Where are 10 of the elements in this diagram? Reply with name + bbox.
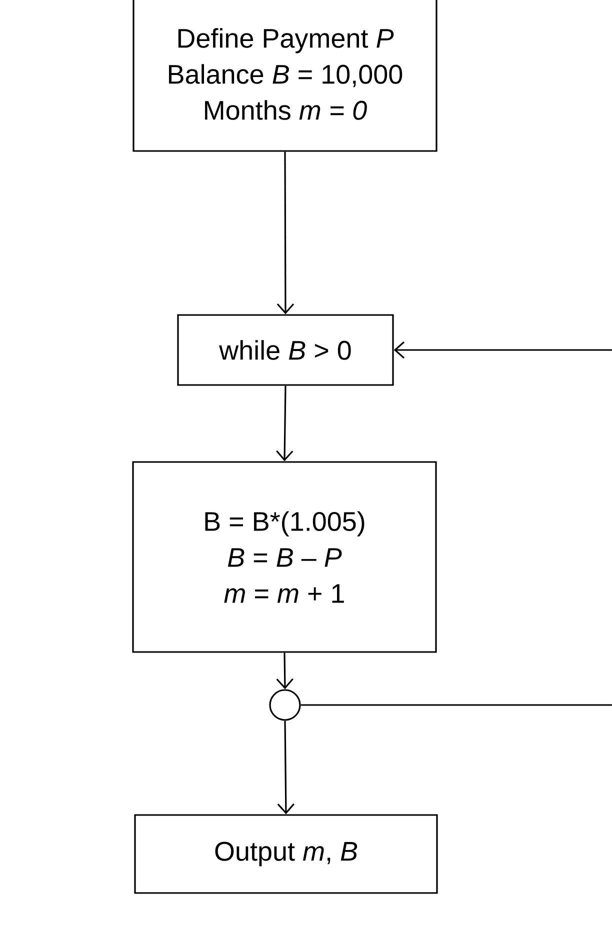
arrow	[277, 720, 294, 814]
process-box: while B > 0	[177, 314, 394, 386]
arrow	[276, 652, 294, 690]
arrow	[276, 152, 294, 314]
arrow	[276, 386, 294, 462]
process-box: Define Payment P Balance B = 10,000 Months m = 0	[132, 0, 438, 152]
junction-circle	[269, 689, 301, 721]
process-box: Output m, B	[134, 814, 438, 894]
process-box: B = B*(1.005) B = B – P m = m + 1	[132, 461, 437, 653]
arrow	[394, 341, 612, 359]
